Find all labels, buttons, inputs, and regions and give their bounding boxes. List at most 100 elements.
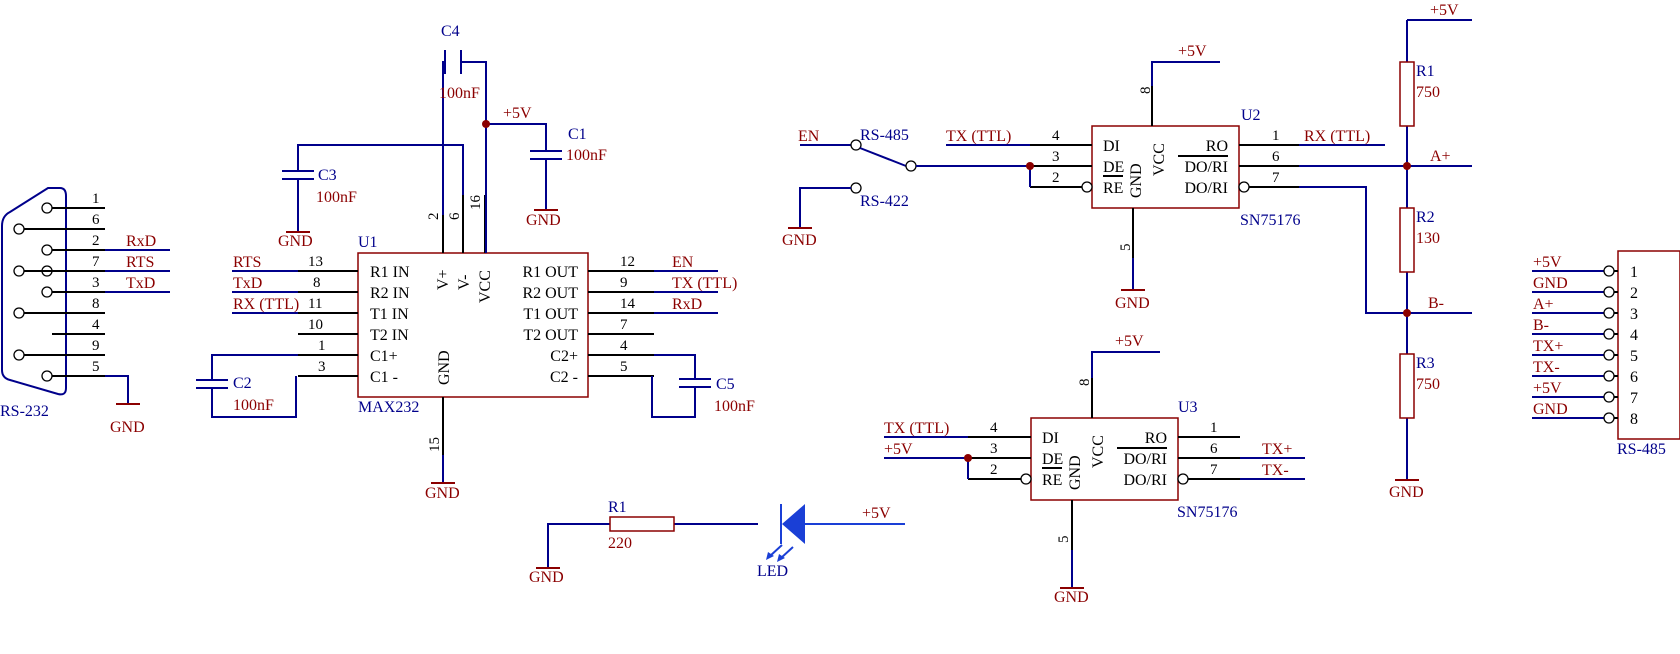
u1-t2-in: T2 IN [370,327,409,344]
u1-pin-3: 3 [318,359,326,375]
u1-pin-11: 11 [308,296,322,312]
gnd-label-u2: GND [1115,295,1150,312]
u3-vcc: VCC [1090,435,1107,468]
c3-ref: C3 [318,167,337,184]
rs485-pin-2: 2 [1630,285,1638,302]
u2-pin-6: 6 [1272,149,1280,165]
u2-dori-a: DO/RI [1184,159,1228,176]
u1-pin-2: 2 [426,213,442,221]
net-txminus-u3: TX- [1262,462,1289,479]
switch-contact [850,182,862,194]
u3-ro: RO [1145,430,1167,447]
u1-r1-in: R1 IN [370,264,410,281]
u3-pin-4: 4 [990,420,998,436]
u1-pin-6: 6 [447,212,463,220]
u1-pin-7: 7 [620,317,628,333]
u1-r1-out: R1 OUT [522,264,578,281]
u2-ro: RO [1206,138,1228,155]
rs485-pin-4: 4 [1630,327,1638,344]
net-txttl-u3: TX (TTL) [884,420,949,437]
u1-pin-9: 9 [620,275,628,291]
db9-pin-4: 4 [92,317,100,333]
vcc-label-u2: +5V [1178,43,1207,60]
net-en-switch: EN [798,128,820,145]
gnd-label-switch: GND [782,232,817,249]
u3-pin-5: 5 [1056,536,1072,544]
net-txttl-u2: TX (TTL) [946,128,1011,145]
u1-vminus: V- [456,275,473,290]
u1-c2-plus: C2+ [550,348,578,365]
u1-t2-out: T2 OUT [523,327,578,344]
u1-vplus: V+ [435,269,452,290]
db9-pin-circle [13,349,25,361]
u2-re: RE [1103,180,1123,197]
rled-ref: R1 [608,499,627,516]
u1-pin-12: 12 [620,254,635,270]
cap-c4: C4 100nF [439,23,487,253]
rs485-label: RS-485 [1617,441,1666,458]
u3-ref: U3 [1178,399,1198,416]
u3-part: SN75176 [1177,504,1237,521]
u3-re: RE [1042,472,1062,489]
gnd-label-bias: GND [1389,484,1424,501]
u3-dori-b: DO/RI [1123,472,1167,489]
net-txttl-u1: TX (TTL) [672,275,737,292]
db9-pin-6: 6 [92,212,100,228]
db9-pin-circle [13,307,25,319]
db9-pin-8: 8 [92,296,100,312]
u2-pin-5: 5 [1118,244,1134,252]
gnd-label-u3: GND [1054,589,1089,606]
c4-ref: C4 [441,23,460,40]
rs485-connector: RS-485 1 2 3 4 5 6 7 8 +5V GND A+ B- TX+… [1532,250,1680,458]
net-txd-db9: TxD [126,275,155,292]
gnd-label-c3: GND [278,233,313,250]
u2-pin-7: 7 [1272,170,1280,186]
u1-c1-plus: C1+ [370,348,398,365]
db9-pin-circle [41,202,53,214]
net-rxd-u1: RxD [672,296,702,313]
u1-pin-5: 5 [620,359,628,375]
net-a-plus: A+ [1430,148,1451,165]
rs485-net-7: +5V [1533,380,1562,397]
u1-max232: U1 MAX232 13 8 11 10 1 3 R1 IN R2 IN T1 … [232,195,737,502]
db9-pin-2: 2 [92,233,100,249]
db9-pin-circle [41,244,53,256]
u1-pin-13: 13 [308,254,323,270]
bias-resistors: +5V R1 750 R2 130 R3 750 A+ B- GND [1299,2,1472,501]
u3-sn75176: U3 SN75176 4 3 2 TX (TTL) +5V DI DE RE V… [884,333,1305,606]
db9-pin-circle [41,286,53,298]
db9-pin-circle [13,265,25,277]
u1-c2-minus: C2 - [550,369,578,386]
db9-pin-3: 3 [92,275,100,291]
net-txplus-u3: TX+ [1262,441,1292,458]
u1-vcc: VCC [477,270,494,303]
u3-pin-7: 7 [1210,462,1218,478]
u3-pin-6: 6 [1210,441,1218,457]
rs485-pin-1: 1 [1630,264,1638,281]
led-circuit: R1 220 GND LED +5V [529,499,905,586]
led-label: LED [757,563,788,580]
u2-gnd: GND [1128,163,1145,198]
net-txd-u1: TxD [233,275,262,292]
u1-t1-in: T1 IN [370,306,409,323]
r1-val: 750 [1416,84,1440,101]
rs485-net-3: A+ [1533,296,1554,313]
net-rxttl-u1: RX (TTL) [233,296,299,313]
vcc-label-u3: +5V [1115,333,1144,350]
u1-pin-4: 4 [620,338,628,354]
c5-val: 100nF [714,398,755,415]
c3-val: 100nF [316,189,357,206]
rs232-label: RS-232 [0,403,49,420]
rs485-net-6: TX- [1533,359,1560,376]
gnd-label-db9: GND [110,419,145,436]
net-rts-db9: RTS [126,254,154,271]
c1-val: 100nF [566,147,607,164]
gnd-label-c1: GND [526,212,561,229]
rs485-net-2: GND [1533,275,1568,292]
db9-pin-7: 7 [92,254,100,270]
u1-part: MAX232 [358,399,419,416]
u2-pin-1: 1 [1272,128,1280,144]
net-en-u1: EN [672,254,694,271]
u1-pin-14: 14 [620,296,636,312]
